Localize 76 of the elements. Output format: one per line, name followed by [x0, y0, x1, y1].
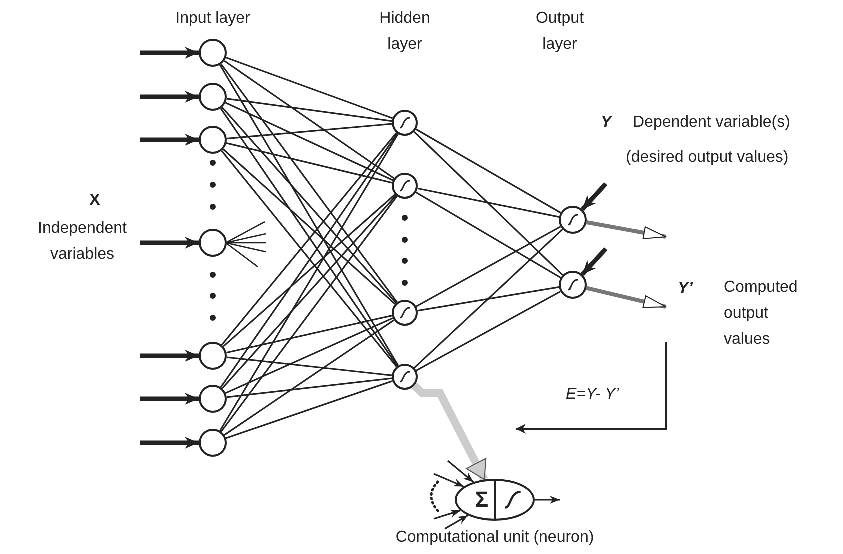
connection-line: [416, 226, 562, 308]
connection-line: [220, 108, 398, 367]
arrow: [140, 437, 199, 449]
connection-line: [414, 229, 564, 369]
hidden-node-circle: [392, 364, 418, 390]
connection-line: [226, 57, 394, 120]
arrow: [140, 393, 199, 405]
variable-description: Dependent variable(s): [633, 113, 792, 133]
connection-line: [226, 380, 393, 440]
connection-line: [220, 134, 399, 432]
connection-line: [221, 132, 398, 346]
input-node-circle: [199, 39, 227, 67]
arrow: [586, 220, 666, 240]
arrow: [412, 383, 488, 482]
hidden-node-circle: [392, 173, 418, 199]
connection-line: [418, 188, 560, 218]
connection-line: [414, 131, 564, 276]
hidden-node-circle: [392, 110, 418, 136]
connection-line: [220, 64, 398, 303]
connection-line: [226, 142, 393, 184]
connection-line: [226, 356, 392, 376]
variable-description: Computed output values: [724, 278, 799, 350]
connection-line: [222, 194, 396, 348]
connection-line: [220, 196, 398, 432]
variable-description: Independent variables: [37, 219, 128, 265]
connection-line: [224, 60, 395, 180]
input-node-circle: [199, 126, 227, 154]
connection-line: [220, 133, 398, 388]
variable-symbol: Y’: [678, 279, 694, 299]
connection-line: [226, 315, 392, 354]
connection-line: [222, 106, 397, 304]
layer-heading: Output layer: [534, 9, 586, 55]
variable-symbol: X: [88, 191, 102, 211]
arrow: [580, 182, 608, 212]
input-node-circle: [199, 429, 227, 457]
neuron-caption: Computational unit (neuron): [394, 528, 596, 548]
sum-symbol: Σ: [474, 487, 490, 513]
error-formula: E=Y- Y’: [566, 385, 620, 405]
connection-line: [219, 64, 400, 366]
arrow: [535, 496, 560, 504]
layer-heading: Hidden layer: [378, 9, 432, 55]
arrow: [140, 237, 199, 249]
connection-line: [418, 286, 560, 312]
arrow: [140, 91, 199, 103]
connection-line: [224, 320, 395, 436]
connection-line: [416, 128, 562, 214]
connection-line: [226, 98, 392, 122]
input-node-circle: [199, 342, 227, 370]
arrow: [434, 510, 461, 520]
arrow: [140, 350, 199, 362]
connection-line: [222, 195, 397, 390]
arrow: [580, 247, 608, 276]
output-node-circle: [559, 271, 587, 299]
arrow: [444, 514, 469, 530]
connection-line: [225, 102, 394, 182]
arrow: [140, 47, 199, 59]
input-node-circle: [199, 385, 227, 413]
output-node-circle: [559, 206, 587, 234]
connection-line: [226, 378, 392, 398]
input-node-circle: [199, 229, 227, 257]
connection-line: [416, 291, 562, 372]
connection-line: [416, 192, 562, 279]
input-node-circle: [199, 83, 227, 111]
variable-description: (desired output values): [626, 148, 790, 168]
neuron-ellipse: [455, 479, 535, 521]
arrow: [447, 460, 474, 483]
connection-line: [225, 318, 394, 394]
hidden-node-circle: [392, 300, 418, 326]
connection-line: [226, 123, 392, 140]
connection-line: [222, 148, 396, 305]
arrow: [140, 134, 199, 146]
layer-heading: Input layer: [174, 9, 252, 29]
connection-line: [221, 150, 398, 368]
arrow: [434, 473, 464, 488]
variable-symbol: Y: [601, 113, 614, 133]
arrow: [586, 286, 666, 309]
